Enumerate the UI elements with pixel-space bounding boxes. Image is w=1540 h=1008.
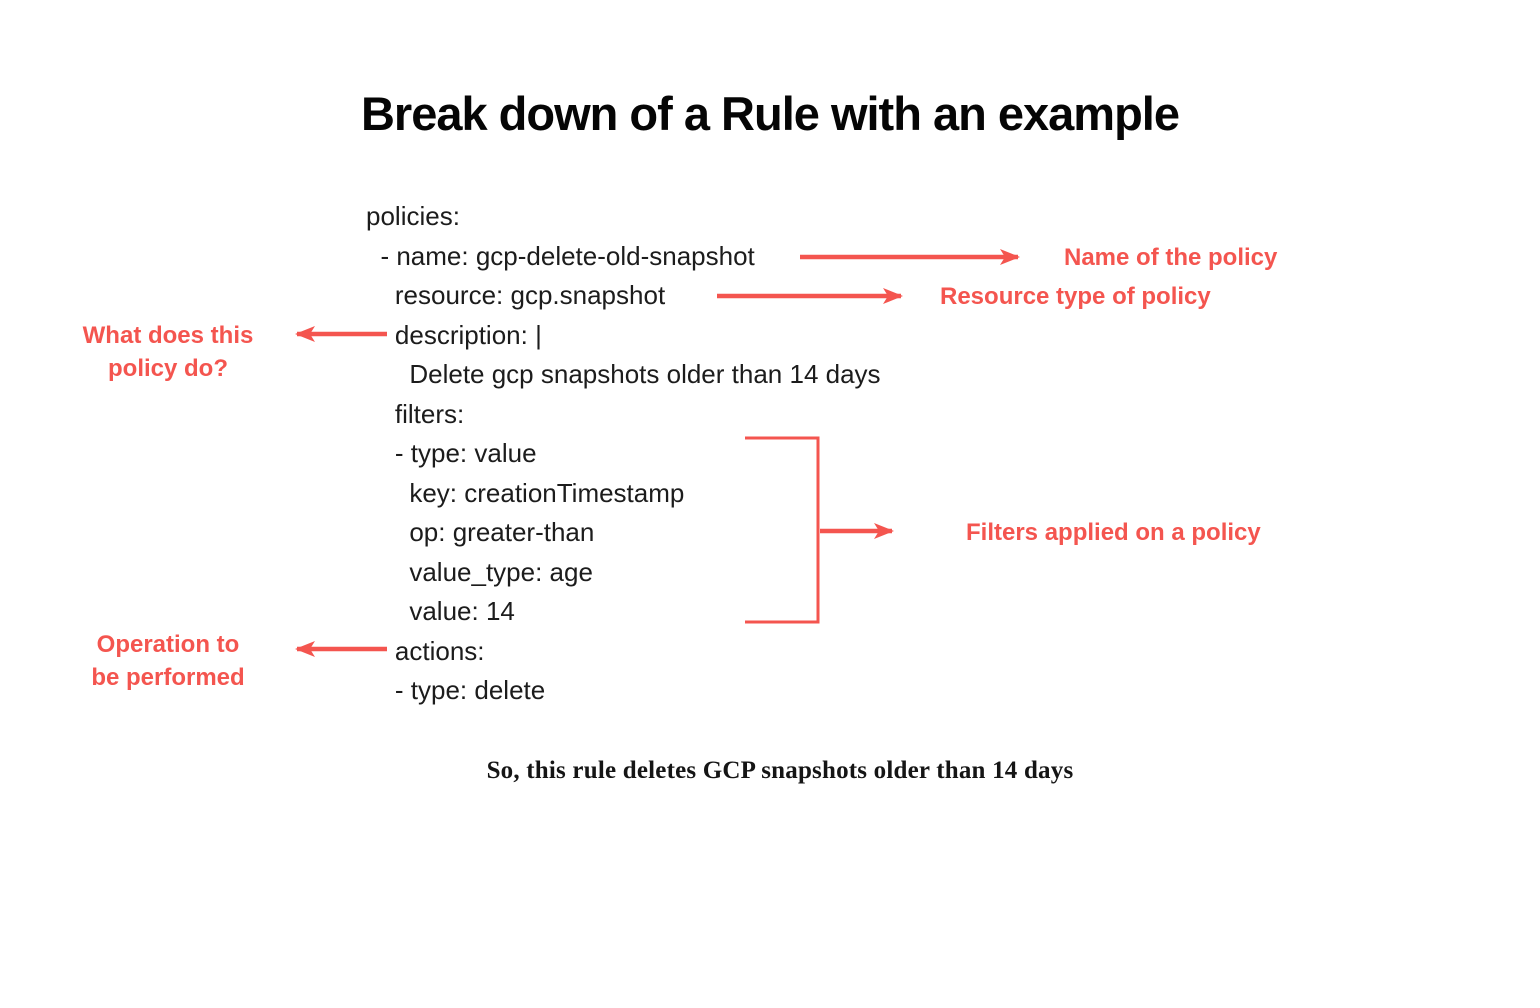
label-line: policy do?: [108, 355, 228, 382]
page-title: Break down of a Rule with an example: [360, 87, 1180, 140]
yaml-code-block: policies: - name: gcp-delete-old-snapsho…: [366, 201, 881, 705]
label-what-does-policy-do: What does this policy do?: [68, 319, 268, 385]
label-line: be performed: [91, 664, 245, 691]
label-resource-type: Resource type of policy: [940, 283, 1211, 310]
summary-caption: So, this rule deletes GCP snapshots olde…: [486, 757, 1074, 784]
label-line: Operation to: [96, 631, 240, 658]
label-filters-applied: Filters applied on a policy: [966, 519, 1261, 546]
label-operation-to-be-performed: Operation to be performed: [68, 628, 268, 694]
label-name-of-policy: Name of the policy: [1064, 244, 1278, 271]
label-line: What does this: [82, 322, 254, 349]
